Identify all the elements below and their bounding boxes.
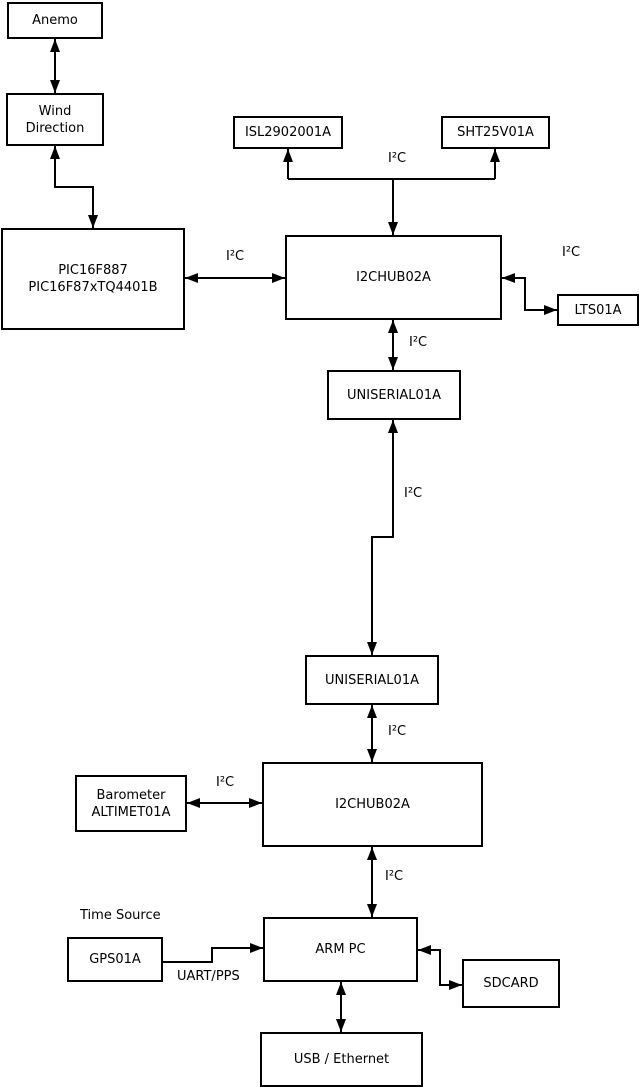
node-i2chub02a-upper: I2CHUB02A <box>285 235 502 320</box>
node-usb-ethernet-label: USB / Ethernet <box>293 1052 390 1067</box>
time-source-label: Time Source <box>80 908 161 923</box>
node-pic16f887-label-line2: PIC16F87xTQ4401B <box>28 280 158 295</box>
node-barometer-altimet01a: Barometer ALTIMET01A <box>75 775 187 832</box>
node-uniserial01a-lower: UNISERIAL01A <box>305 655 439 705</box>
node-arm-pc-label: ARM PC <box>315 942 366 957</box>
node-wind-direction: Wind Direction <box>6 93 104 146</box>
node-isl2902001a-label: ISL2902001A <box>244 125 332 140</box>
node-sdcard-label: SDCARD <box>483 976 539 991</box>
i2c-label-hub2-armpc: I²C <box>385 869 404 884</box>
i2c-label-uniserial2-hub2: I²C <box>388 724 407 739</box>
node-isl2902001a: ISL2902001A <box>233 116 343 149</box>
node-pic16f887-label-line1: PIC16F887 <box>58 263 128 278</box>
node-barometer-label-line1: Barometer <box>96 787 166 803</box>
node-uniserial01a-lower-label: UNISERIAL01A <box>325 672 419 688</box>
connector-wind-pic <box>50 146 98 228</box>
connector-hub1-lts <box>502 273 557 315</box>
node-uniserial01a-upper: UNISERIAL01A <box>327 370 461 420</box>
i2c-label-hub1-uniserial1: I²C <box>409 335 428 350</box>
node-arm-pc: ARM PC <box>263 917 418 982</box>
connector-gps-armpc <box>163 943 263 963</box>
node-gps01a-label: GPS01A <box>89 952 141 967</box>
i2c-label-top-branch: I²C <box>388 151 407 166</box>
node-gps01a: GPS01A <box>67 937 163 982</box>
node-usb-ethernet: USB / Ethernet <box>260 1032 423 1087</box>
i2c-label-barometer-hub2: I²C <box>216 775 235 790</box>
node-wind-direction-label-line1: Wind <box>38 103 72 119</box>
node-sdcard: SDCARD <box>462 959 560 1008</box>
connector-armpc-sdcard <box>418 945 462 990</box>
node-lts01a: LTS01A <box>557 294 639 326</box>
node-barometer-label-line2: ALTIMET01A <box>91 804 171 820</box>
node-i2chub02a-lower: I2CHUB02A <box>262 762 483 847</box>
connector-uniserial1-uniserial2 <box>367 420 398 655</box>
i2c-label-hub1-lts: I²C <box>562 245 581 260</box>
node-i2chub02a-upper-label: I2CHUB02A <box>356 270 431 285</box>
node-i2chub02a-lower-label: I2CHUB02A <box>335 797 410 812</box>
i2c-label-long-link: I²C <box>404 486 423 501</box>
node-pic16f887: PIC16F887 PIC16F87xTQ4401B <box>1 228 185 330</box>
node-sht25v01a: SHT25V01A <box>441 116 550 149</box>
node-lts01a-label: LTS01A <box>574 302 622 318</box>
node-uniserial01a-upper-label: UNISERIAL01A <box>347 387 441 403</box>
node-anemo-label: Anemo <box>32 13 78 28</box>
uart-pps-label: UART/PPS <box>177 969 240 984</box>
node-anemo: Anemo <box>7 2 103 39</box>
i2c-label-pic-hub1: I²C <box>226 249 245 264</box>
node-sht25v01a-label: SHT25V01A <box>457 125 534 140</box>
node-wind-direction-label-line2: Direction <box>25 120 85 136</box>
